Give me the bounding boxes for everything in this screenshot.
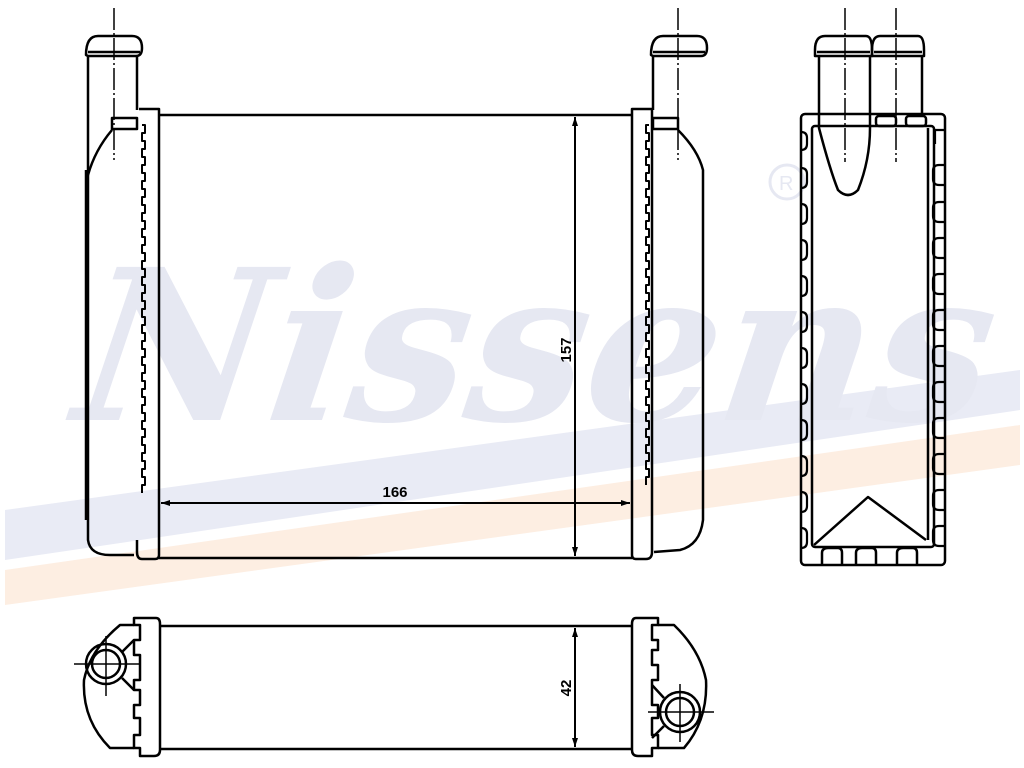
- top-view: [74, 616, 714, 758]
- depth-dimension: 42: [558, 680, 575, 697]
- right-tank-serration: [645, 124, 650, 485]
- watermark-logo: Nissens: [58, 223, 1011, 470]
- front-view: [84, 8, 709, 561]
- top-dimensions: 42: [558, 628, 578, 747]
- width-dimension: 166: [382, 484, 407, 501]
- side-lugs-left: [800, 130, 809, 550]
- side-view: [799, 8, 947, 567]
- watermark: Nissens R: [5, 163, 1020, 605]
- side-lugs-right: [931, 128, 945, 548]
- front-dimensions: 157 166: [161, 117, 630, 556]
- registered-mark: R: [779, 173, 793, 195]
- registered-mark-circle: [768, 163, 806, 201]
- watermark-stripe-orange: [5, 425, 1020, 605]
- watermark-stripe-blue: [5, 370, 1020, 560]
- height-dimension: 157: [558, 337, 575, 362]
- left-tank-serration: [141, 124, 146, 493]
